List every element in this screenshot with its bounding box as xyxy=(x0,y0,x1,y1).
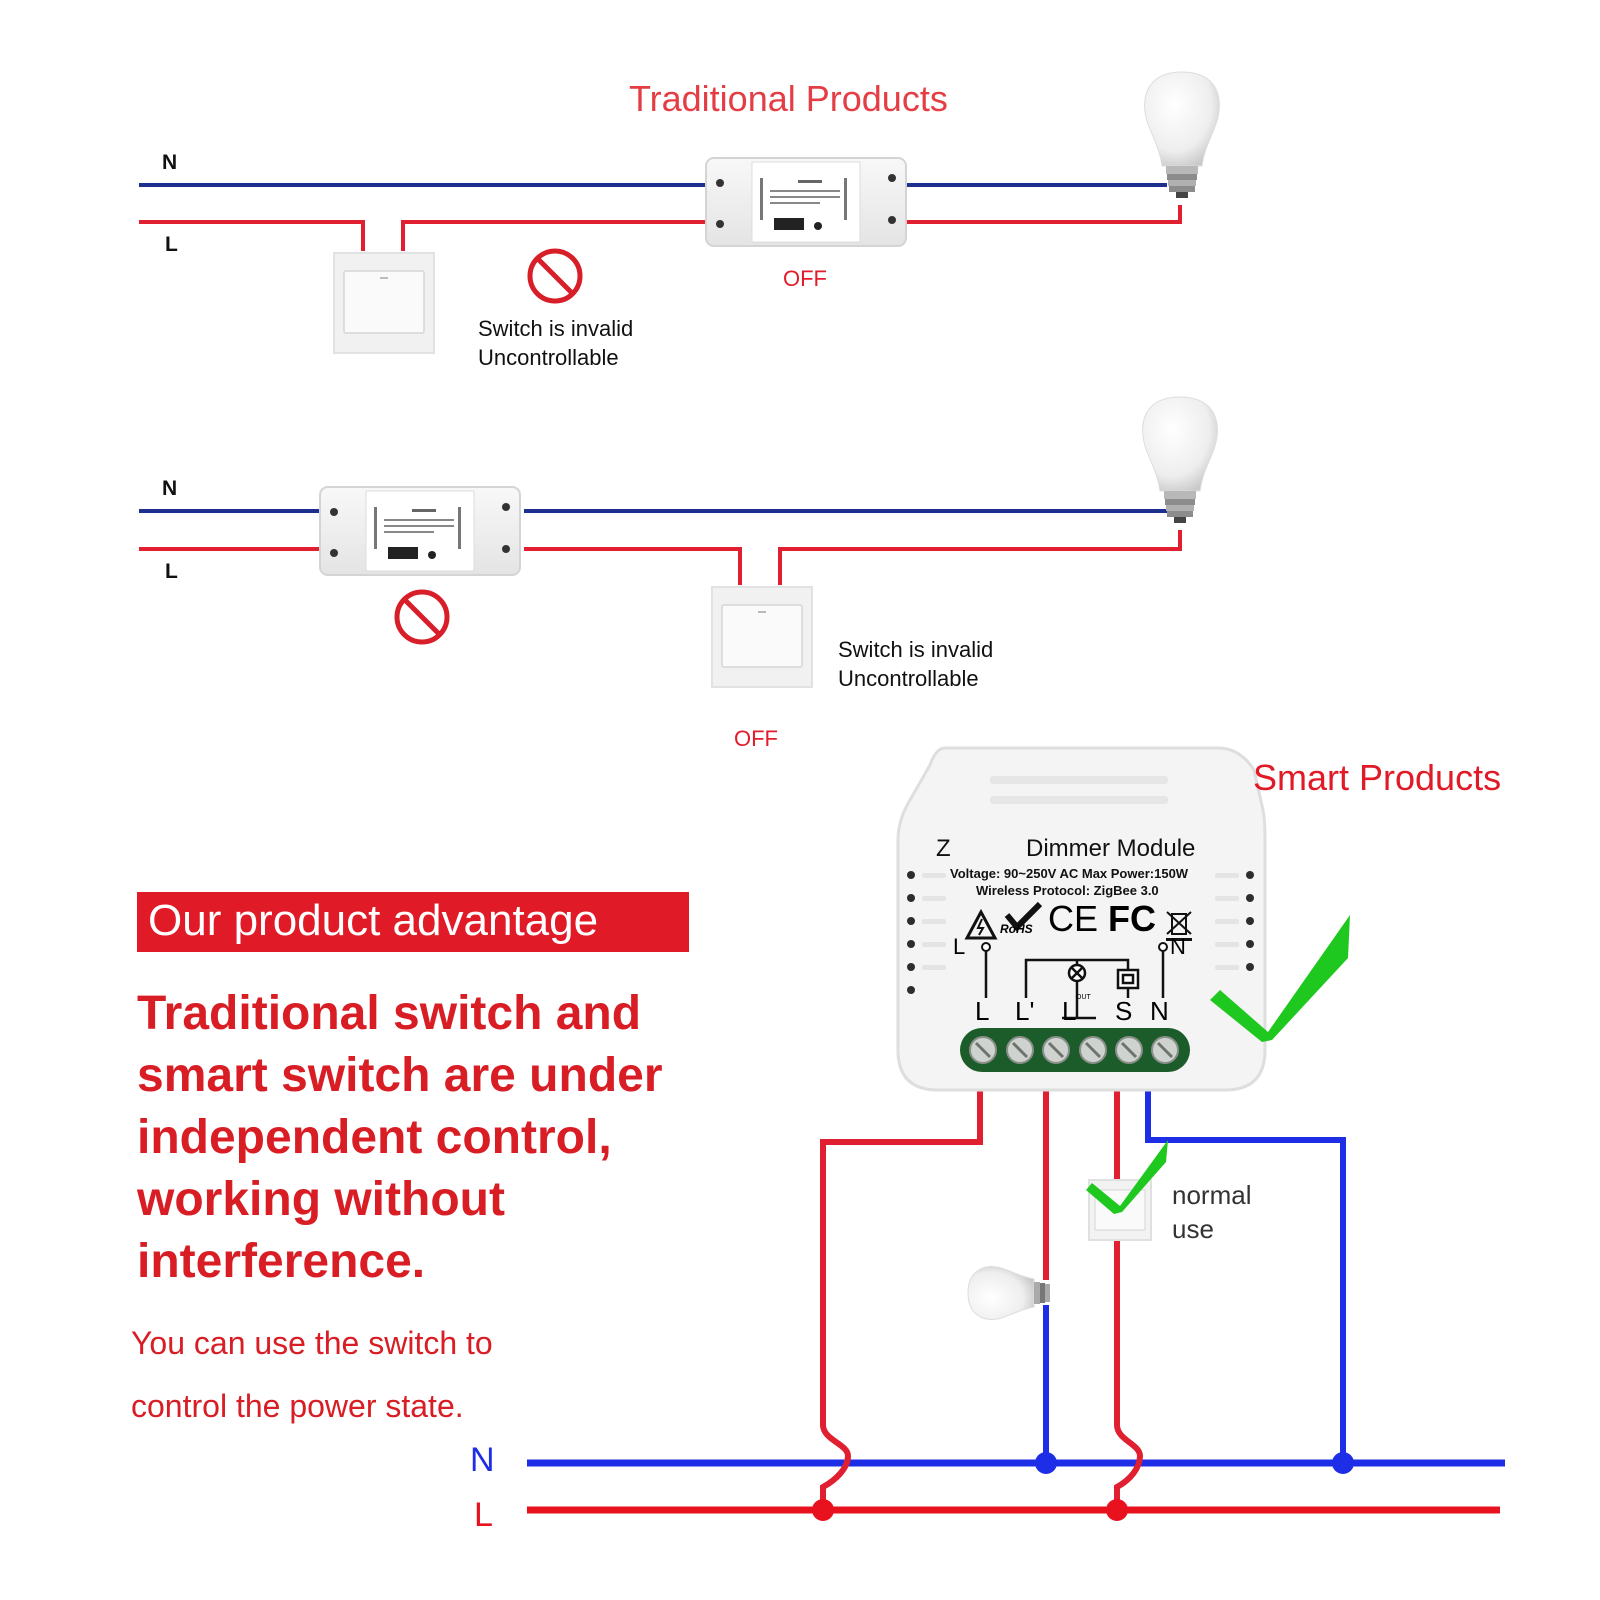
note-line-1: Switch is invalid xyxy=(478,316,634,341)
terminal-out-label: OUT xyxy=(1076,994,1091,1001)
smart-relay-icon xyxy=(705,157,907,247)
dimmer-module-icon xyxy=(896,746,1267,1092)
advantage-body-line: working without xyxy=(137,1173,505,1226)
terminal-label: L' xyxy=(1015,996,1035,1026)
module-spec-voltage: Voltage: 90~250V AC Max Power:150W xyxy=(950,866,1189,881)
terminal-label: N xyxy=(1150,996,1169,1026)
traditional-products-title: Traditional Products xyxy=(629,78,948,119)
rohs-mark: RoHS xyxy=(1000,922,1033,936)
note-line-2: Uncontrollable xyxy=(478,345,619,370)
light-bulb-icon xyxy=(1144,71,1220,199)
note-line-1: Switch is invalid xyxy=(838,637,994,662)
smart-relay-icon xyxy=(319,486,521,576)
wall-switch-icon xyxy=(711,586,813,688)
prohibited-icon xyxy=(397,592,447,642)
advantage-body-line: Traditional switch and xyxy=(137,987,642,1040)
light-bulb-icon xyxy=(967,1266,1050,1320)
normal-use-line-1: normal xyxy=(1172,1180,1252,1210)
note-line-2: Uncontrollable xyxy=(838,666,979,691)
advantage-body-line: independent control, xyxy=(137,1111,612,1164)
module-spec-protocol: Wireless Protocol: ZigBee 3.0 xyxy=(976,883,1159,898)
ce-mark: CE xyxy=(1048,898,1099,939)
smart-products-title: Smart Products xyxy=(1253,757,1502,798)
terminal-label: S xyxy=(1115,996,1133,1026)
advantage-body-line: smart switch are under xyxy=(137,1049,663,1102)
state-label: OFF xyxy=(783,266,827,291)
wall-switch-icon xyxy=(333,252,435,354)
smart-diagram xyxy=(527,746,1505,1521)
bus-live-label: L xyxy=(474,1496,493,1534)
advantage-body: Traditional switch and smart switch are … xyxy=(137,983,717,1293)
normal-use-line-2: use xyxy=(1172,1214,1214,1244)
bus-neutral-label: N xyxy=(470,1441,495,1479)
traditional-diagram-1 xyxy=(139,71,1220,354)
advantage-sub-line: control the power state. xyxy=(131,1388,464,1424)
fc-mark: FC xyxy=(1108,898,1156,939)
advantage-body-line: interference. xyxy=(137,1235,426,1288)
terminal-label: L xyxy=(975,996,990,1026)
check-icon xyxy=(1086,1140,1168,1214)
schematic-l-label: L xyxy=(953,934,966,959)
advantage-banner: Our product advantage xyxy=(137,892,689,952)
check-icon xyxy=(1210,915,1350,1042)
prohibited-icon xyxy=(530,251,580,301)
live-wire-label: L xyxy=(165,560,178,583)
live-wire-label: L xyxy=(165,233,178,256)
neutral-wire-label: N xyxy=(162,477,178,500)
module-title: Dimmer Module xyxy=(1026,835,1196,862)
advantage-sub-line: You can use the switch to xyxy=(131,1325,493,1361)
neutral-wire-label: N xyxy=(162,151,178,174)
traditional-diagram-2 xyxy=(139,396,1218,688)
module-title-prefix: Z xyxy=(936,835,951,862)
schematic-n-label: N xyxy=(1170,934,1186,959)
terminal-label: L xyxy=(1062,996,1077,1026)
state-label: OFF xyxy=(734,726,778,751)
light-bulb-icon xyxy=(1142,396,1218,524)
advantage-subtext: You can use the switch to control the po… xyxy=(131,1312,493,1438)
